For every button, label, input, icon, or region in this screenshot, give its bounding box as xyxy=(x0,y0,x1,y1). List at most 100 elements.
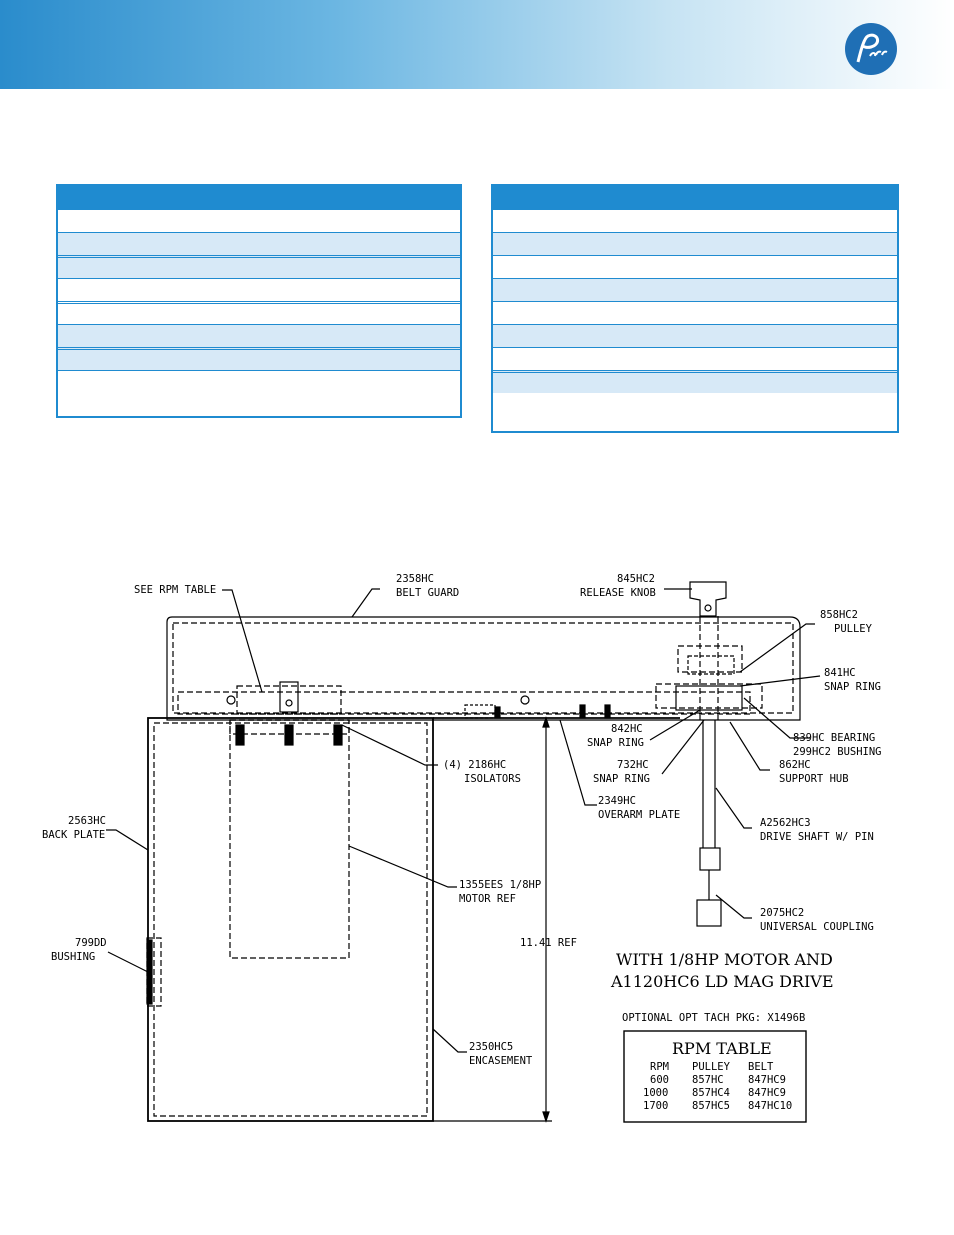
belt-path xyxy=(177,691,751,715)
leader-isolators xyxy=(341,724,438,766)
assembly-drawing: SEE RPM TABLE 2358HC BELT GUARD 845HC2 R… xyxy=(42,573,882,1123)
rpm-cell: 847HC9 xyxy=(748,1087,786,1099)
table-row xyxy=(58,301,460,324)
belt-guard-outline xyxy=(166,616,801,721)
callout-back-plate: BACK PLATE xyxy=(42,829,105,841)
callout-drive-shaft: DRIVE SHAFT W/ PIN xyxy=(760,831,874,843)
leader-bearing xyxy=(743,697,810,739)
rpm-header-rpm: RPM xyxy=(650,1061,669,1073)
rpm-header-pulley: PULLEY xyxy=(692,1061,731,1073)
callout-motor: MOTOR REF xyxy=(459,893,516,905)
table-row xyxy=(493,232,897,255)
overarm-part xyxy=(464,704,496,719)
parr-logo-icon xyxy=(845,23,897,75)
callout-bushing-299: 299HC2 BUSHING xyxy=(793,746,882,758)
leader-snap-842 xyxy=(649,709,701,741)
leader-back-plate xyxy=(106,829,149,851)
rpm-cell: 600 xyxy=(650,1074,669,1086)
right-table-header xyxy=(493,186,897,209)
release-knob xyxy=(689,581,727,617)
table-row xyxy=(58,232,460,255)
leader-support-hub xyxy=(729,721,770,771)
pulley-body xyxy=(687,655,735,675)
callout-coupling-num: 2075HC2 xyxy=(760,907,804,919)
rpm-cell: 847HC10 xyxy=(748,1100,792,1112)
callout-overarm: OVERARM PLATE xyxy=(598,809,680,821)
callout-snap-841-num: 841HC xyxy=(824,667,856,679)
pulley-dashed xyxy=(236,685,342,715)
table-row xyxy=(58,255,460,278)
callout-snap-841: SNAP RING xyxy=(824,681,881,693)
callout-bushing-799-num: 799DD xyxy=(75,937,107,949)
motor-shaft xyxy=(279,681,299,713)
leader-pulley xyxy=(739,623,815,673)
belt-guard-inner xyxy=(172,622,794,714)
motor-ref xyxy=(229,719,350,959)
callout-overarm-num: 2349HC xyxy=(598,795,636,807)
table-row xyxy=(58,370,460,393)
fastener-left xyxy=(226,695,236,705)
callout-belt-guard: BELT GUARD xyxy=(396,587,459,599)
callout-support-hub-num: 862HC xyxy=(779,759,811,771)
callout-encasement-num: 2350HC5 xyxy=(469,1041,513,1053)
callout-snap-732: SNAP RING xyxy=(593,773,650,785)
callout-rpm-table: SEE RPM TABLE xyxy=(134,584,216,596)
leader-snap-841 xyxy=(739,675,821,687)
mag-hub xyxy=(675,685,743,711)
rpm-cell: 1700 xyxy=(643,1100,668,1112)
left-table xyxy=(56,184,462,418)
header-band xyxy=(0,0,954,89)
table-row xyxy=(58,347,460,370)
rpm-cell: 857HC4 xyxy=(692,1087,730,1099)
table-row xyxy=(58,324,460,347)
rpm-cell: 1000 xyxy=(643,1087,668,1099)
callout-bearing: 839HC BEARING xyxy=(793,732,875,744)
rpm-table-box xyxy=(623,1030,807,1123)
callout-drive-shaft-num: A2562HC3 xyxy=(760,817,811,829)
rpm-cell: 857HC5 xyxy=(692,1100,730,1112)
rpm-table-title: RPM TABLE xyxy=(672,1039,772,1058)
overarm-post xyxy=(579,704,586,719)
callout-release-knob-num: 845HC2 xyxy=(617,573,655,585)
leader-encasement xyxy=(432,1028,467,1053)
table-row xyxy=(493,278,897,301)
callout-coupling: UNIVERSAL COUPLING xyxy=(760,921,874,933)
table-row xyxy=(493,324,897,347)
rpm-header-belt: BELT xyxy=(748,1061,774,1073)
right-table xyxy=(491,184,899,433)
leader-snap-732 xyxy=(661,719,705,775)
table-row xyxy=(493,255,897,278)
drawing-title-line-1: WITH 1/8HP MOTOR AND xyxy=(616,950,833,969)
encasement-outline xyxy=(147,717,434,1122)
table-row xyxy=(493,301,897,324)
table-row xyxy=(493,209,897,232)
isolator xyxy=(284,724,294,746)
table-row xyxy=(58,209,460,232)
leader-coupling xyxy=(715,894,752,919)
overarm-post xyxy=(494,706,501,719)
callout-snap-842-num: 842HC xyxy=(611,723,643,735)
motor-shaft-hole xyxy=(285,699,293,707)
left-table-header xyxy=(58,186,460,209)
table-row xyxy=(58,278,460,301)
callout-support-hub: SUPPORT HUB xyxy=(779,773,849,785)
callout-isolators: ISOLATORS xyxy=(464,773,521,785)
optional-tach-note: OPTIONAL OPT TACH PKG: X1496B xyxy=(622,1012,805,1024)
callout-release-knob: RELEASE KNOB xyxy=(580,587,656,599)
callout-snap-842: SNAP RING xyxy=(587,737,644,749)
release-knob-hole xyxy=(704,604,712,612)
leader-belt-guard xyxy=(351,588,380,618)
dimension-ref: 11.41 REF xyxy=(520,937,577,949)
callout-belt-guard-num: 2358HC xyxy=(396,573,434,585)
isolator xyxy=(333,724,343,746)
isolator xyxy=(235,724,245,746)
drawing-title-line-2: A1120HC6 LD MAG DRIVE xyxy=(610,972,834,991)
callout-bushing-799: BUSHING xyxy=(51,951,95,963)
callout-motor-num: 1355EES 1/8HP xyxy=(459,879,541,891)
table-row xyxy=(493,370,897,393)
callout-snap-732-num: 732HC xyxy=(617,759,649,771)
callout-encasement: ENCASEMENT xyxy=(469,1055,533,1067)
leader-drive-shaft xyxy=(715,787,752,829)
callout-pulley-num: 858HC2 xyxy=(820,609,858,621)
fastener-right xyxy=(520,695,530,705)
